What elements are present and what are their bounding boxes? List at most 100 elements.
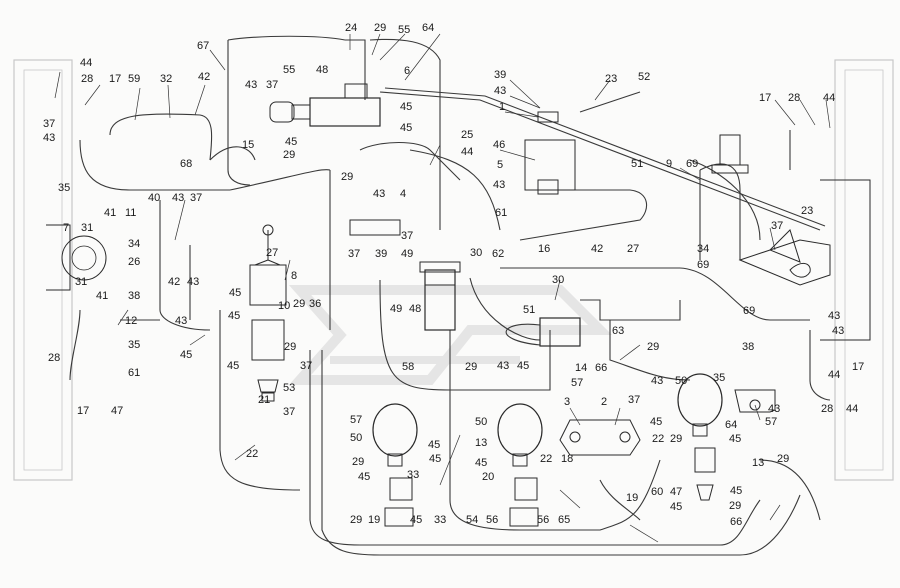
callout: 50 — [475, 416, 487, 428]
callout: 13 — [752, 457, 764, 469]
callout: 30 — [470, 247, 482, 259]
callout: 42 — [198, 71, 210, 83]
callout: 23 — [605, 73, 617, 85]
callout: 45 — [229, 287, 241, 299]
callout: 45 — [410, 514, 422, 526]
callout: 37 — [266, 79, 278, 91]
callout: 61 — [495, 207, 507, 219]
callout: 43 — [768, 403, 780, 415]
callout: 37 — [283, 406, 295, 418]
callout: 38 — [742, 341, 754, 353]
callout: 55 — [398, 24, 410, 36]
callout: 43 — [175, 315, 187, 327]
callout: 44 — [461, 146, 473, 158]
callout: 69 — [743, 305, 755, 317]
callout-labels: 44 28 17 59 32 42 67 24 29 55 64 39 43 1… — [43, 22, 864, 528]
callout: 66 — [595, 362, 607, 374]
callout: 8 — [291, 270, 297, 282]
callout: 10 — [278, 300, 290, 312]
callout: 17 — [109, 73, 121, 85]
callout: 37 — [348, 248, 360, 260]
callout: 43 — [493, 179, 505, 191]
callout: 64 — [725, 419, 737, 431]
callout: 43 — [494, 85, 506, 97]
callout: 32 — [160, 73, 172, 85]
callout: 48 — [409, 303, 421, 315]
callout: 28 — [81, 73, 93, 85]
callout: 29 — [350, 514, 362, 526]
callout: 69 — [686, 158, 698, 170]
callout: 20 — [482, 471, 494, 483]
callout: 24 — [345, 22, 357, 34]
callout: 43 — [832, 325, 844, 337]
callout: 29 — [670, 433, 682, 445]
callout: 43 — [245, 79, 257, 91]
callout: 51 — [631, 158, 643, 170]
callout: 34 — [697, 243, 709, 255]
callout: 16 — [538, 243, 550, 255]
callout: 19 — [368, 514, 380, 526]
moisture-separator — [424, 269, 456, 331]
callout: 3 — [564, 396, 570, 408]
callout: 1 — [499, 101, 505, 113]
brake-valve — [539, 317, 581, 347]
callout: 44 — [846, 403, 858, 415]
callout: 45 — [285, 136, 297, 148]
frame-rails — [13, 59, 894, 481]
callout: 49 — [401, 248, 413, 260]
callout: 45 — [400, 122, 412, 134]
callout: 28 — [821, 403, 833, 415]
left-brake-chamber — [46, 224, 107, 291]
callout: 57 — [765, 416, 777, 428]
callout: 29 — [352, 456, 364, 468]
callout: 33 — [434, 514, 446, 526]
callout: 29 — [465, 361, 477, 373]
callout: 17 — [77, 405, 89, 417]
callout: 35 — [713, 372, 725, 384]
callout: 45 — [228, 310, 240, 322]
callout: 56 — [486, 514, 498, 526]
callout: 21 — [258, 394, 270, 406]
accumulator-left — [372, 403, 418, 457]
callout: 27 — [627, 243, 639, 255]
callout: 28 — [788, 92, 800, 104]
callout: 45 — [429, 453, 441, 465]
callout: 39 — [494, 69, 506, 81]
accumulator-right — [677, 373, 723, 427]
callout: 47 — [670, 486, 682, 498]
callout: 42 — [168, 276, 180, 288]
callout: 37 — [628, 394, 640, 406]
callout: 23 — [801, 205, 813, 217]
callout: 45 — [730, 485, 742, 497]
callout: 9 — [666, 158, 672, 170]
callout: 63 — [612, 325, 624, 337]
callout: 50 — [675, 375, 687, 387]
callout: 37 — [300, 360, 312, 372]
callout: 55 — [283, 64, 295, 76]
callout: 37 — [771, 220, 783, 232]
callout: 52 — [638, 71, 650, 83]
callout: 39 — [375, 248, 387, 260]
callout: 69 — [697, 259, 709, 271]
callout: 29 — [341, 171, 353, 183]
callout: 29 — [293, 298, 305, 310]
callout: 29 — [647, 341, 659, 353]
callout: 43 — [43, 132, 55, 144]
callout: 43 — [828, 310, 840, 322]
callout: 29 — [283, 149, 295, 161]
callout: 29 — [374, 22, 386, 34]
callout: 59 — [128, 73, 140, 85]
callout: 67 — [197, 40, 209, 52]
callout: 44 — [823, 92, 835, 104]
callout: 30 — [552, 274, 564, 286]
callout: 49 — [390, 303, 402, 315]
callout: 27 — [266, 247, 278, 259]
callout: 65 — [558, 514, 570, 526]
callout: 31 — [75, 276, 87, 288]
callout: 29 — [284, 341, 296, 353]
callout: 5 — [497, 159, 503, 171]
components — [249, 83, 831, 527]
callout: 46 — [493, 139, 505, 151]
callout: 43 — [172, 192, 184, 204]
callout: 68 — [180, 158, 192, 170]
